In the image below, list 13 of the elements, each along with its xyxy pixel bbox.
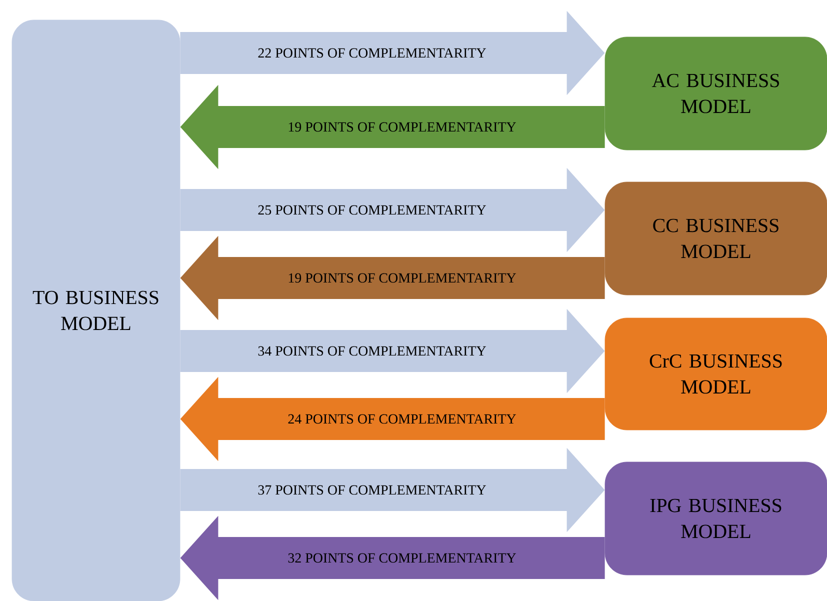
model-box: AC BUSINESS MODEL [604, 36, 827, 150]
edge-label: 34 POINTS OF COMPLEMENTARITY [256, 345, 488, 357]
edge-label: 19 POINTS OF COMPLEMENTARITY [286, 121, 518, 133]
edge-label: 24 POINTS OF COMPLEMENTARITY [286, 413, 518, 425]
edge-label: 22 POINTS OF COMPLEMENTARITY [256, 47, 488, 59]
model-box: CC BUSINESS MODEL [604, 182, 827, 296]
edge-label: 25 POINTS OF COMPLEMENTARITY [256, 204, 488, 216]
edge-label: 37 POINTS OF COMPLEMENTARITY [256, 484, 488, 496]
model-box: TO BUSINESS MODEL [12, 20, 180, 601]
edge-label: 32 POINTS OF COMPLEMENTARITY [286, 552, 518, 564]
edge-label: 19 POINTS OF COMPLEMENTARITY [286, 272, 518, 284]
model-box: IPG BUSINESS MODEL [604, 462, 827, 576]
model-box: CrC BUSINESS MODEL [604, 318, 827, 430]
